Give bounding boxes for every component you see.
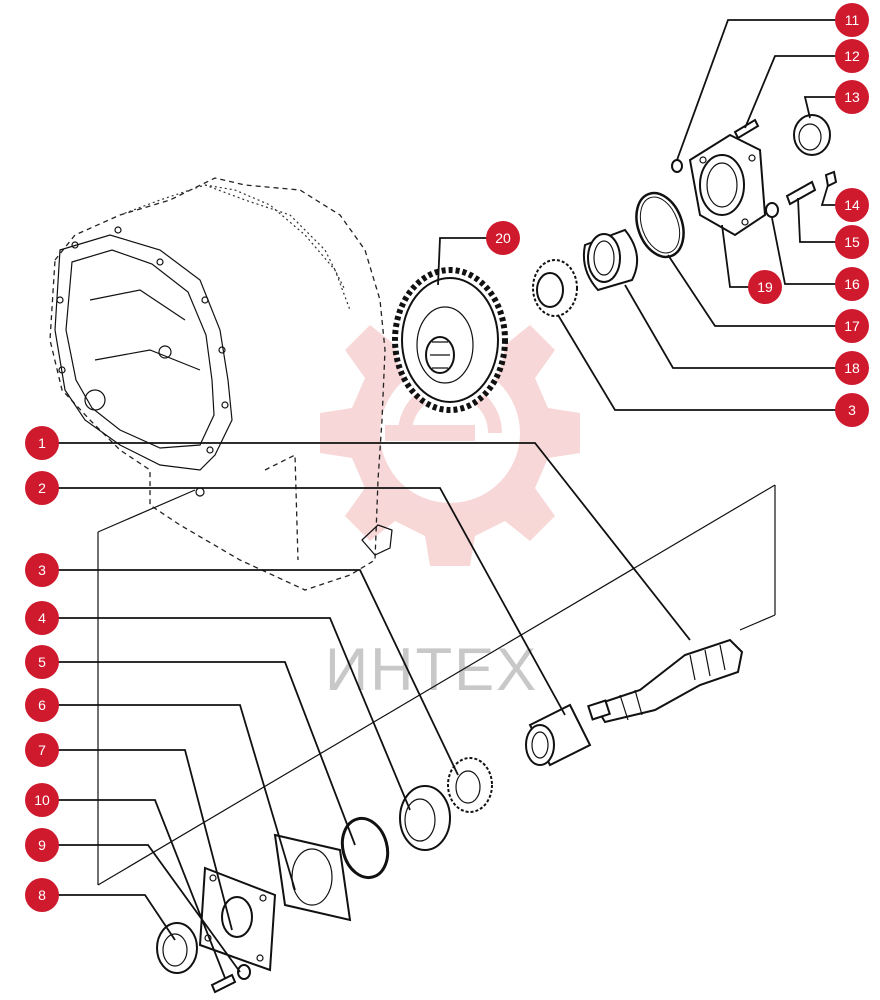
assembly-axis bbox=[97, 484, 776, 886]
axis-top-left bbox=[97, 489, 196, 533]
pin-part-12 bbox=[733, 118, 760, 140]
callout-16: 16 bbox=[835, 267, 869, 301]
leader-lines bbox=[42, 19, 852, 979]
svg-text:6: 6 bbox=[38, 697, 46, 713]
callout-1: 1 bbox=[25, 426, 59, 460]
svg-text:5: 5 bbox=[38, 654, 46, 670]
stud-part-15 bbox=[785, 180, 817, 206]
svg-text:11: 11 bbox=[845, 12, 860, 28]
svg-text:14: 14 bbox=[844, 197, 860, 213]
callout-14: 14 bbox=[835, 188, 869, 222]
oring-part-5 bbox=[340, 816, 390, 880]
svg-text:1: 1 bbox=[38, 435, 46, 451]
svg-text:20: 20 bbox=[495, 230, 511, 246]
svg-text:16: 16 bbox=[844, 276, 860, 292]
callout-4: 4 bbox=[25, 601, 59, 635]
svg-text:18: 18 bbox=[844, 360, 860, 376]
seal-part-8 bbox=[156, 922, 198, 974]
race-part-4 bbox=[399, 785, 451, 851]
callout-9: 9 bbox=[25, 828, 59, 862]
transmission-housing bbox=[49, 177, 393, 591]
svg-text:3: 3 bbox=[848, 402, 856, 418]
callout-17: 17 bbox=[835, 309, 869, 343]
callout-20: 20 bbox=[486, 221, 520, 255]
callout-10: 10 bbox=[25, 783, 59, 817]
callout-3-left: 3 bbox=[25, 553, 59, 587]
cover-part-7 bbox=[198, 866, 277, 972]
bearing-part-3-lower bbox=[447, 757, 493, 813]
axis-right-tip bbox=[739, 614, 776, 631]
washer-part-16 bbox=[765, 202, 779, 218]
svg-text:7: 7 bbox=[38, 742, 46, 758]
svg-text:8: 8 bbox=[38, 887, 46, 903]
bolt-part-9 bbox=[210, 973, 237, 994]
callout-12: 12 bbox=[835, 39, 869, 73]
callout-6: 6 bbox=[25, 688, 59, 722]
washer-part-10 bbox=[237, 964, 251, 980]
callout-19: 19 bbox=[748, 270, 782, 304]
nut-part-14 bbox=[824, 170, 838, 188]
callout-7: 7 bbox=[25, 733, 59, 767]
svg-text:17: 17 bbox=[844, 318, 860, 334]
callout-15: 15 bbox=[835, 225, 869, 259]
callout-2: 2 bbox=[25, 471, 59, 505]
callout-3-right: 3 bbox=[835, 393, 869, 427]
svg-text:2: 2 bbox=[38, 480, 46, 496]
housing-part-19 bbox=[688, 133, 767, 237]
callout-13: 13 bbox=[835, 80, 869, 114]
gasket-part-6 bbox=[273, 833, 352, 922]
oring-part-11 bbox=[671, 159, 683, 173]
callout-8: 8 bbox=[25, 878, 59, 912]
race-part-18 bbox=[582, 228, 639, 292]
bearing-part-3-upper bbox=[532, 259, 578, 317]
callout-5: 5 bbox=[25, 645, 59, 679]
shaft-part-1 bbox=[587, 638, 744, 724]
svg-text:4: 4 bbox=[38, 610, 46, 626]
svg-text:3: 3 bbox=[38, 562, 46, 578]
svg-text:12: 12 bbox=[844, 48, 860, 64]
callout-18: 18 bbox=[835, 351, 869, 385]
watermark-text: ИНТЕХ bbox=[325, 636, 538, 703]
svg-text:10: 10 bbox=[34, 792, 50, 808]
seal-part-13 bbox=[793, 114, 831, 156]
svg-text:13: 13 bbox=[844, 89, 860, 105]
svg-text:9: 9 bbox=[38, 837, 46, 853]
oring-part-17 bbox=[635, 191, 685, 259]
svg-text:19: 19 bbox=[757, 279, 773, 295]
gear-part-20 bbox=[392, 267, 508, 413]
sleeve-part-2 bbox=[525, 703, 592, 767]
callout-11: 11 bbox=[835, 3, 869, 37]
svg-text:15: 15 bbox=[844, 234, 860, 250]
